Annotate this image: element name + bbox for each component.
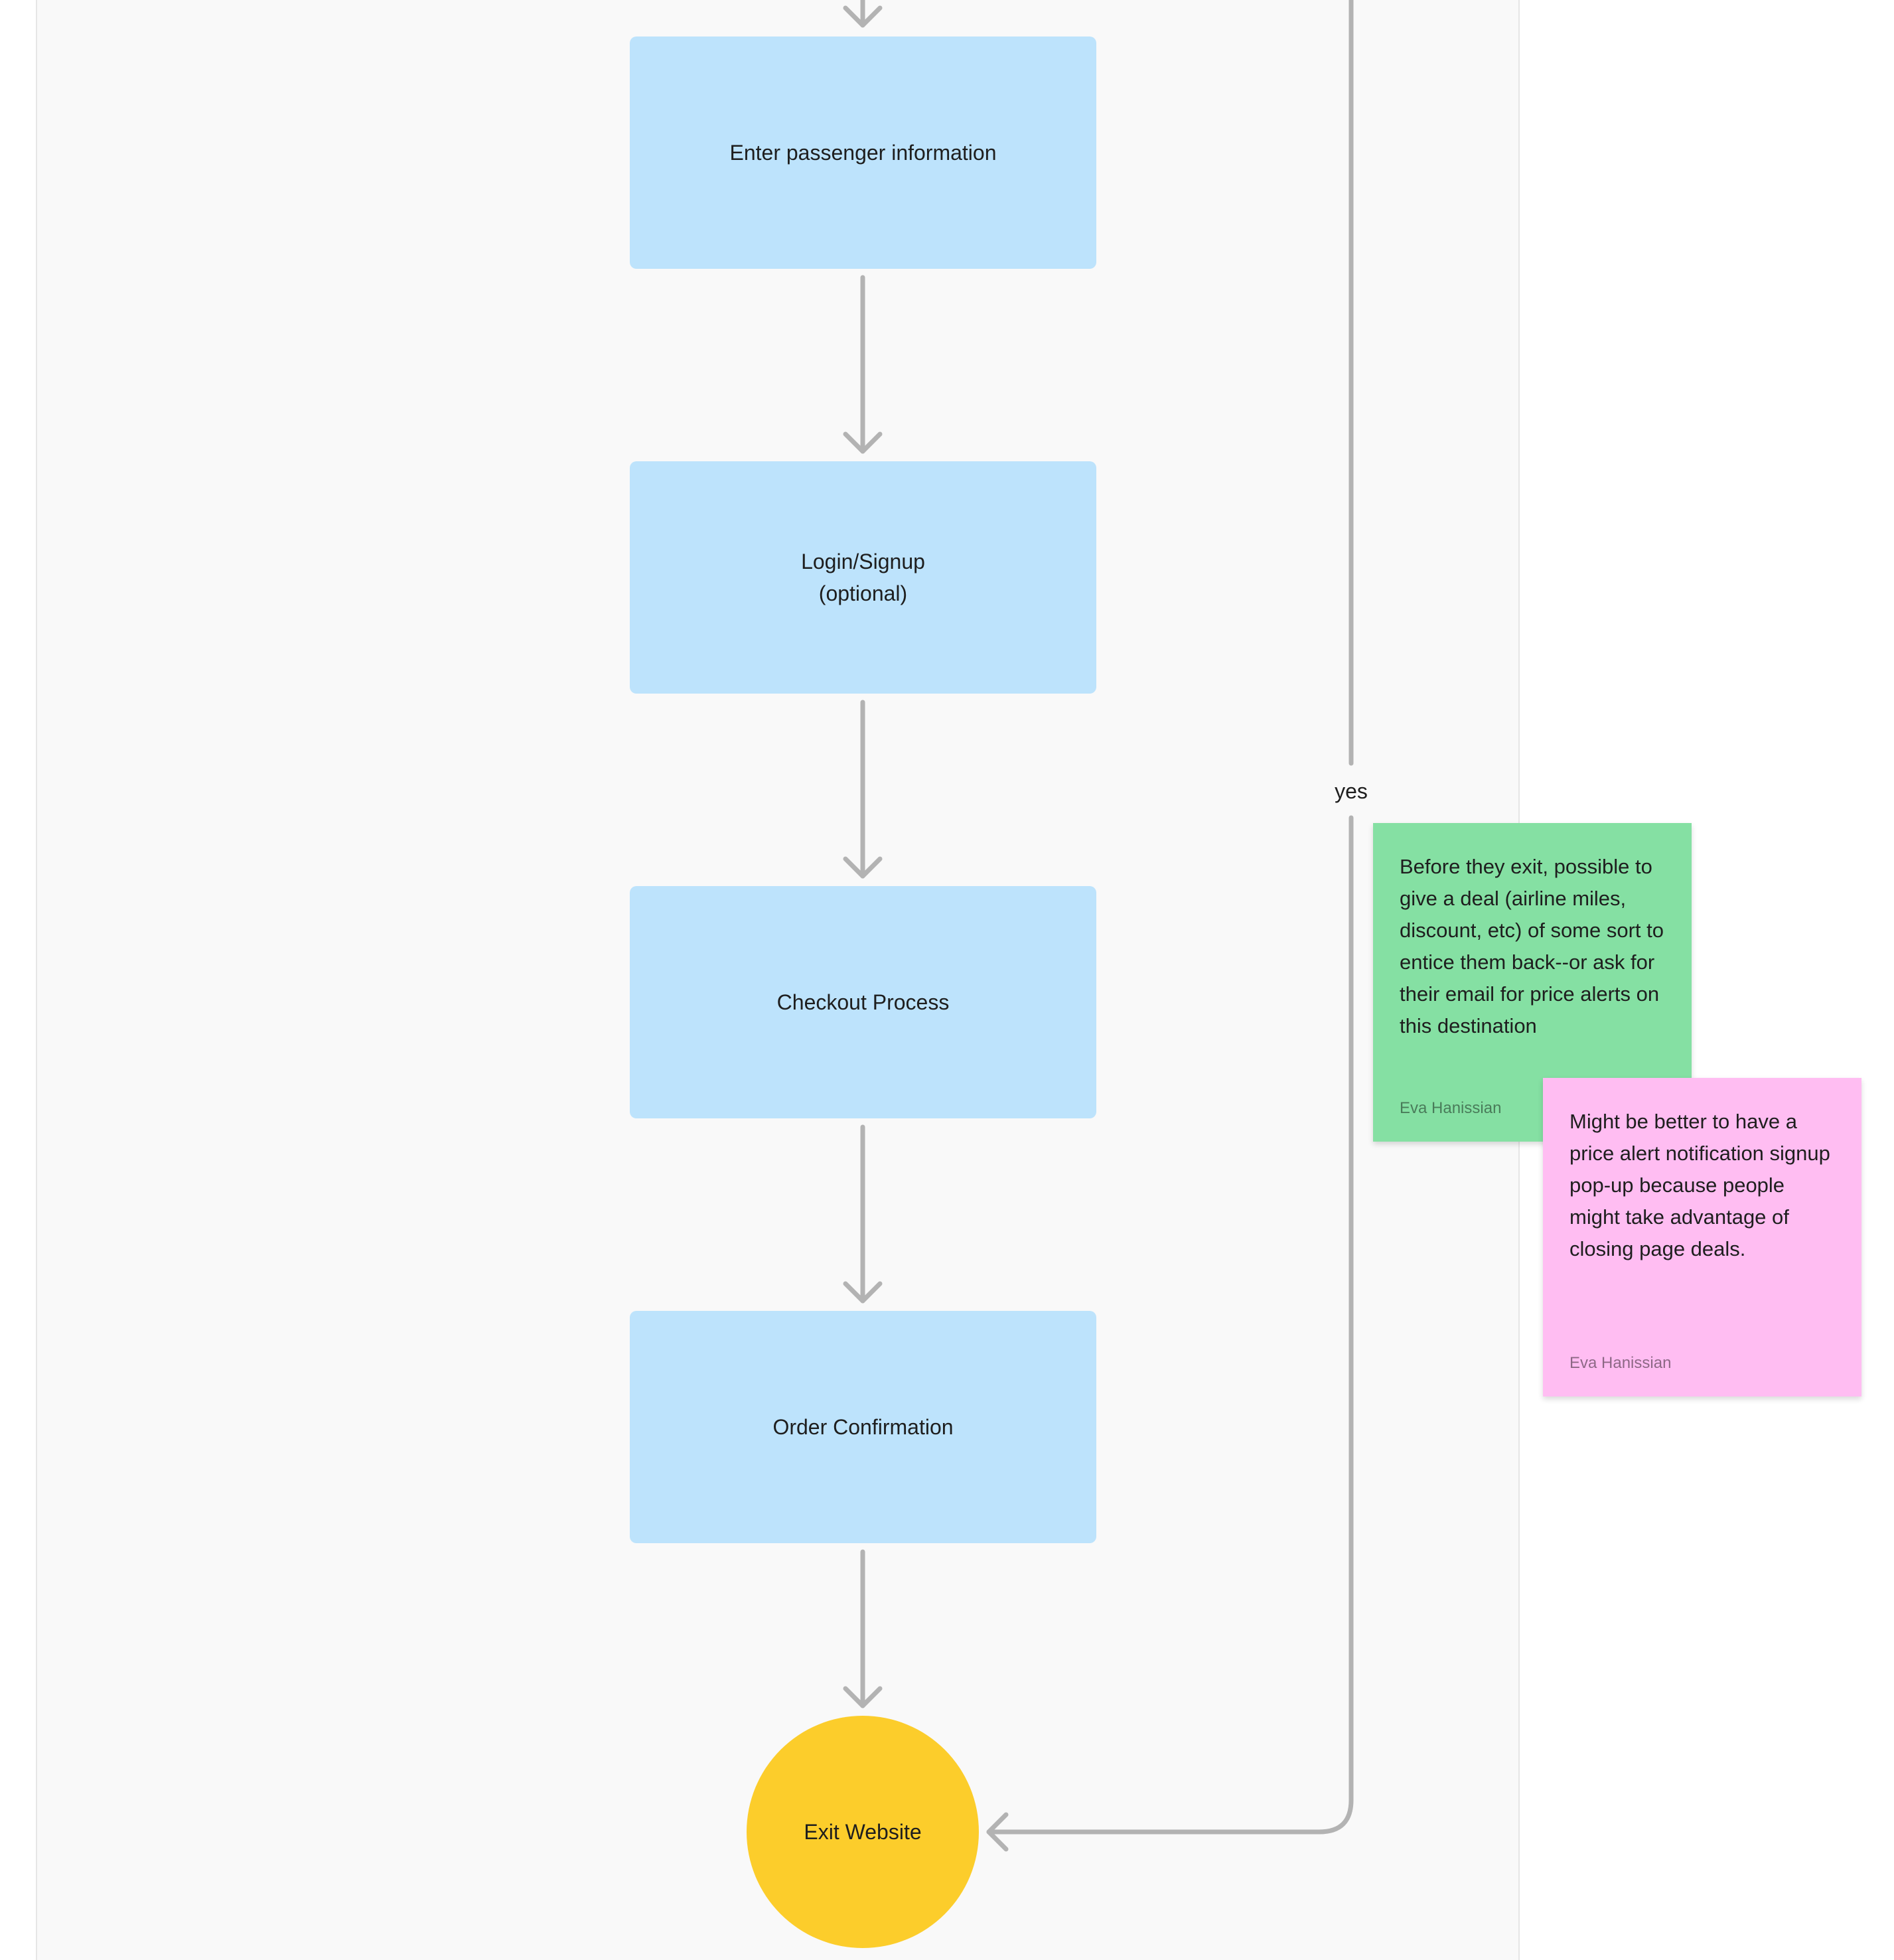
connector-passenger-to-login[interactable] — [843, 275, 883, 454]
connector-checkout-to-order[interactable] — [843, 1124, 883, 1304]
process-label: Enter passenger information — [729, 141, 997, 165]
process-label: Login/Signup (optional) — [801, 550, 925, 605]
process-label: Checkout Process — [776, 990, 950, 1014]
terminal-exit-website[interactable]: Exit Website — [747, 1716, 979, 1948]
sticky-note-text: Before they exit, possible to give a dea… — [1400, 855, 1664, 1037]
process-checkout[interactable]: Checkout Process — [630, 886, 1096, 1118]
process-order-confirmation[interactable]: Order Confirmation — [630, 1311, 1096, 1543]
sticky-note-pink[interactable]: Might be better to have a price alert no… — [1543, 1078, 1861, 1396]
connector-login-to-checkout[interactable] — [843, 700, 883, 879]
sticky-note-green[interactable]: Before they exit, possible to give a dea… — [1373, 823, 1692, 1142]
process-label: Order Confirmation — [772, 1415, 954, 1439]
terminal-label: Exit Website — [804, 1819, 922, 1844]
connector-yes-to-exit[interactable] — [986, 0, 1354, 1852]
process-enter-passenger-information[interactable]: Enter passenger information — [630, 37, 1096, 269]
edge-label-yes[interactable]: yes — [1325, 778, 1378, 804]
sticky-note-author: Eva Hanissian — [1400, 1099, 1502, 1117]
connector-order-to-exit[interactable] — [843, 1549, 883, 1708]
sticky-note-author: Eva Hanissian — [1569, 1354, 1672, 1372]
connector-into-passenger-info[interactable] — [843, 0, 883, 28]
sticky-note-text: Might be better to have a price alert no… — [1569, 1110, 1830, 1260]
process-login-signup[interactable]: Login/Signup (optional) — [630, 461, 1096, 694]
